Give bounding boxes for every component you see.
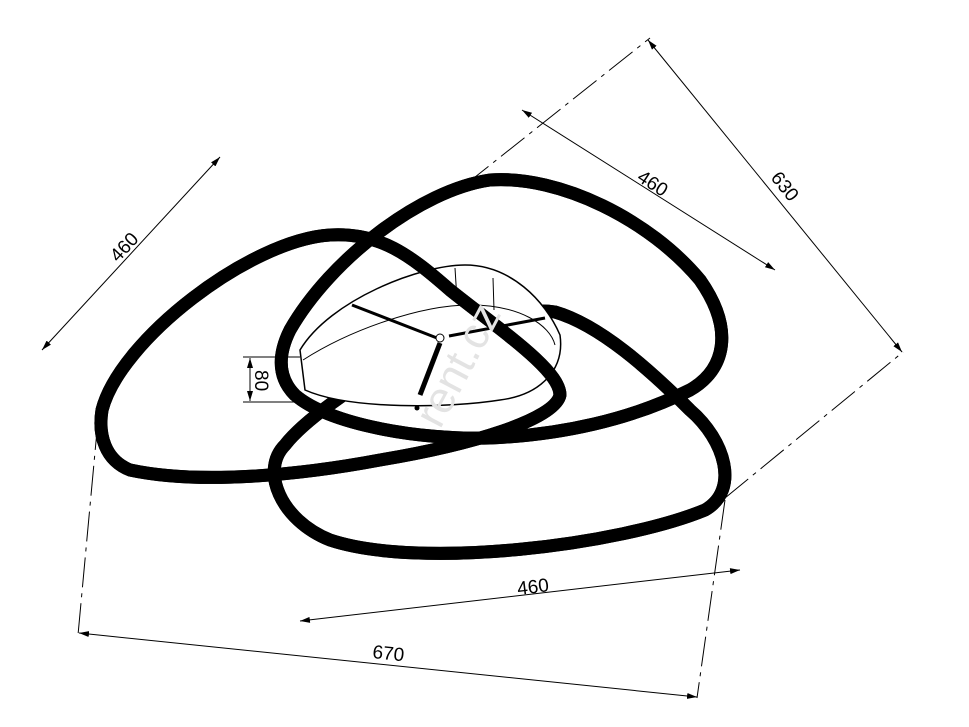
dim-left-ring-width: 460 [106, 229, 143, 267]
dim-overall-width: 670 [371, 642, 405, 666]
dim-top-ring-width: 460 [633, 167, 671, 202]
dim-overall-depth: 630 [766, 168, 802, 206]
dim-canopy-height: 80 [250, 370, 271, 391]
upper-ring [281, 180, 722, 439]
left-ring [101, 235, 567, 478]
dimension-lines [41, 39, 903, 699]
dim-bottom-ring-width: 460 [516, 575, 550, 600]
